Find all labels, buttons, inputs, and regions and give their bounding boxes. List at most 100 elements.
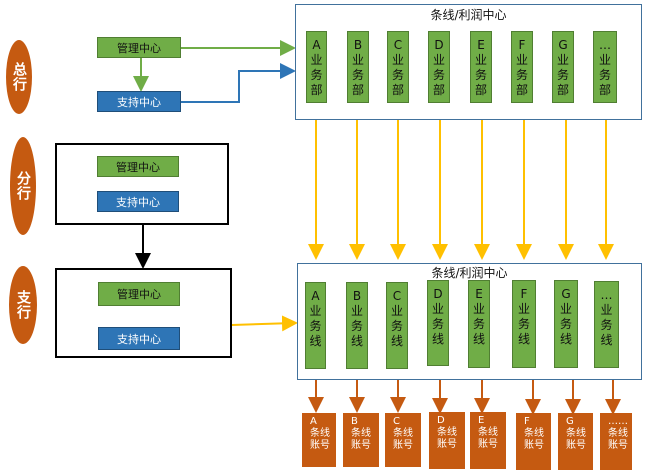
branch-support-center: 支持中心 xyxy=(97,191,179,212)
department-char: 务 xyxy=(391,68,404,82)
account-letter: G xyxy=(566,416,574,427)
account-l2: 账号 xyxy=(393,440,413,451)
business-line-char: 务 xyxy=(309,319,322,333)
account-l1: 条线 xyxy=(393,428,413,439)
arrow-hq-support-to-panel xyxy=(181,63,296,103)
business-line-letter: A xyxy=(311,289,320,303)
level-hq-label: 总行 xyxy=(11,62,27,92)
account-l1: 条线 xyxy=(437,427,457,438)
department-letter: C xyxy=(393,38,403,52)
line-account-7: ……条线账号 xyxy=(600,413,632,470)
top-panel-title: 条线/利润中心 xyxy=(430,8,507,22)
department-char: 务 xyxy=(432,68,445,82)
business-line-letter: … xyxy=(600,288,613,302)
account-l2: 账号 xyxy=(566,440,586,451)
account-l2: 账号 xyxy=(608,440,628,451)
business-line-char: 线 xyxy=(431,332,444,346)
department-char: 部 xyxy=(351,83,364,97)
department-char: 业 xyxy=(351,53,364,67)
department-char: 业 xyxy=(474,53,487,67)
department-char: 业 xyxy=(310,53,323,67)
business-line-char: 业 xyxy=(517,302,530,316)
department-char: 务 xyxy=(556,68,569,82)
account-l1: 条线 xyxy=(310,428,330,439)
subbranch-management-center: 管理中心 xyxy=(98,282,180,306)
department-char: 务 xyxy=(310,68,323,82)
department-7: …业务部 xyxy=(593,31,617,103)
account-letter: E xyxy=(478,415,485,426)
account-letter: A xyxy=(310,416,317,427)
department-char: 业 xyxy=(391,53,404,67)
business-line-char: 业 xyxy=(472,302,485,316)
business-line-char: 业 xyxy=(431,302,444,316)
level-subbranch-label: 支行 xyxy=(15,290,31,320)
business-line-char: 务 xyxy=(559,317,572,331)
account-l1: 条线 xyxy=(478,427,498,438)
business-line-char: 业 xyxy=(390,304,403,318)
hq-support-center: 支持中心 xyxy=(97,91,181,112)
business-line-char: 务 xyxy=(390,319,403,333)
subbranch-support-center: 支持中心 xyxy=(98,327,180,350)
department-char: 部 xyxy=(310,83,323,97)
department-letter: B xyxy=(353,38,363,52)
account-l1: 条线 xyxy=(524,428,544,439)
department-char: 部 xyxy=(432,83,445,97)
bottom-panel-title: 条线/利润中心 xyxy=(431,266,508,280)
business-line-char: 线 xyxy=(600,333,613,347)
business-line-letter: B xyxy=(352,289,362,303)
department-letter: A xyxy=(312,38,321,52)
account-l1: 条线 xyxy=(566,428,586,439)
business-line-char: 务 xyxy=(431,317,444,331)
business-line-char: 线 xyxy=(350,334,363,348)
level-subbranch: 支行 xyxy=(9,266,37,344)
department-char: 务 xyxy=(598,68,611,82)
account-letter: D xyxy=(437,415,445,426)
business-line-char: 业 xyxy=(600,303,613,317)
business-line-letter: D xyxy=(433,287,443,301)
department-char: 部 xyxy=(598,83,611,97)
business-line-char: 务 xyxy=(517,317,530,331)
department-char: 部 xyxy=(391,83,404,97)
branch-management-center: 管理中心 xyxy=(97,156,179,177)
business-line-char: 线 xyxy=(472,332,485,346)
department-letter: E xyxy=(477,38,485,52)
department-char: 务 xyxy=(515,68,528,82)
level-branch: 分行 xyxy=(10,137,36,235)
hq-management-center: 管理中心 xyxy=(97,37,181,58)
account-l2: 账号 xyxy=(524,440,544,451)
account-l1: 条线 xyxy=(351,428,371,439)
account-letter: B xyxy=(351,416,358,427)
business-line-char: 线 xyxy=(309,334,322,348)
account-letter: …… xyxy=(608,416,628,427)
account-l1: 条线 xyxy=(608,428,628,439)
account-l2: 账号 xyxy=(437,439,457,450)
business-line-letter: E xyxy=(475,287,483,301)
business-line-char: 线 xyxy=(390,334,403,348)
department-letter: D xyxy=(434,38,444,52)
business-line-char: 业 xyxy=(350,304,363,318)
department-char: 部 xyxy=(515,83,528,97)
department-char: 务 xyxy=(474,68,487,82)
business-line-char: 务 xyxy=(600,318,613,332)
department-char: 部 xyxy=(556,83,569,97)
business-line-char: 务 xyxy=(350,319,363,333)
